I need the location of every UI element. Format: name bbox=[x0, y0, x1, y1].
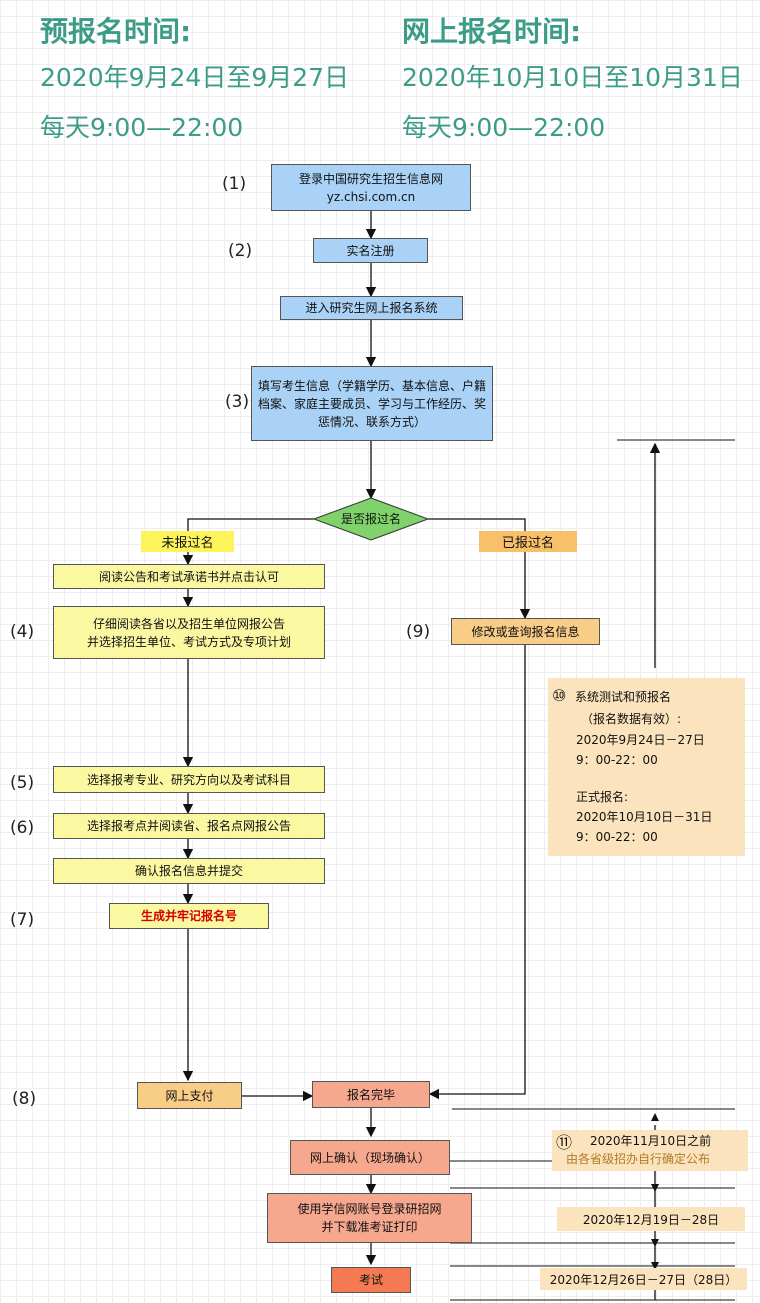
note-10-number: ⑩ bbox=[552, 686, 567, 705]
real-name-registration-box: 实名注册 bbox=[313, 238, 428, 263]
exam-dates: 2020年12月26日－27日（28日） bbox=[540, 1268, 747, 1290]
online-confirmation-box: 网上确认（现场确认） bbox=[290, 1140, 450, 1175]
read-province-notice-box: 仔细阅读各省以及招生单位网报公告 并选择招生单位、考试方式及专项计划 bbox=[53, 606, 325, 659]
not-registered-label: 未报过名 bbox=[141, 531, 234, 552]
generate-number-text: 生成并牢记报名号 bbox=[140, 909, 237, 923]
note-11-line-2: 由各省级招办自行确定公布 bbox=[566, 1152, 711, 1166]
step-number-6: (6) bbox=[10, 818, 35, 838]
note-10-line-6: 2020年10月10日－31日 bbox=[576, 810, 713, 824]
confirm-submit-box: 确认报名信息并提交 bbox=[53, 858, 325, 884]
generate-number-box: 生成并牢记报名号 bbox=[109, 903, 269, 929]
choose-major-box: 选择报考专业、研究方向以及考试科目 bbox=[53, 766, 325, 793]
enter-system-box: 进入研究生网上报名系统 bbox=[280, 296, 463, 320]
choose-exam-site-box: 选择报考点并阅读省、报名点网报公告 bbox=[53, 813, 325, 839]
step-number-3: (3) bbox=[225, 392, 250, 412]
note-10-line-1: 系统测试和预报名 bbox=[575, 690, 672, 704]
login-site-box: 登录中国研究生招生信息网 yz.chsi.com.cn bbox=[271, 164, 471, 211]
note-10-line-5: 正式报名: bbox=[576, 790, 629, 804]
online-registration-title: 网上报名时间: bbox=[402, 15, 582, 48]
step-number-8: (8) bbox=[12, 1089, 37, 1109]
step-number-7: (7) bbox=[10, 910, 35, 930]
registration-complete-box: 报名完毕 bbox=[312, 1081, 430, 1108]
pre-registration-dates: 2020年9月24日至9月27日 bbox=[40, 63, 350, 92]
fill-candidate-info-box: 填写考生信息（学籍学历、基本信息、户籍档案、家庭主要成员、学习与工作经历、奖惩情… bbox=[251, 366, 493, 441]
note-10-line-7: 9：00-22：00 bbox=[576, 830, 658, 844]
pre-registration-hours: 每天9:00—22:00 bbox=[40, 113, 244, 142]
note-10-line-4: 9：00-22：00 bbox=[576, 753, 658, 767]
step-number-2: (2) bbox=[228, 241, 253, 261]
step-number-1: (1) bbox=[222, 174, 247, 194]
read-notice-box: 阅读公告和考试承诺书并点击认可 bbox=[53, 564, 325, 589]
print-ticket-dates: 2020年12月19日－28日 bbox=[557, 1207, 745, 1231]
step-number-4: (4) bbox=[10, 622, 35, 642]
already-registered-label: 已报过名 bbox=[479, 531, 577, 552]
note-11-box: ⑪ 2020年11月10日之前 由各省级招办自行确定公布 bbox=[552, 1130, 748, 1171]
step-number-9: (9) bbox=[406, 622, 431, 642]
online-registration-dates: 2020年10月10日至10月31日 bbox=[402, 63, 743, 92]
decision-diamond bbox=[312, 497, 430, 541]
modify-info-box: 修改或查询报名信息 bbox=[451, 618, 600, 645]
note-10-box: ⑩ 系统测试和预报名 （报名数据有效）: 2020年9月24日－27日 9：00… bbox=[548, 678, 745, 856]
note-10-line-2: （报名数据有效）: bbox=[581, 712, 682, 726]
decision-label: 是否报过名 bbox=[340, 512, 401, 526]
step-number-5: (5) bbox=[10, 773, 35, 793]
note-11-number: ⑪ bbox=[556, 1133, 573, 1152]
note-10-line-3: 2020年9月24日－27日 bbox=[576, 733, 705, 747]
exam-box: 考试 bbox=[331, 1267, 411, 1293]
online-payment-box: 网上支付 bbox=[137, 1082, 242, 1109]
download-admission-ticket-box: 使用学信网账号登录研招网 并下载准考证打印 bbox=[267, 1193, 472, 1243]
online-registration-hours: 每天9:00—22:00 bbox=[402, 113, 606, 142]
pre-registration-title: 预报名时间: bbox=[40, 15, 192, 48]
note-11-line-1: 2020年11月10日之前 bbox=[590, 1134, 712, 1148]
